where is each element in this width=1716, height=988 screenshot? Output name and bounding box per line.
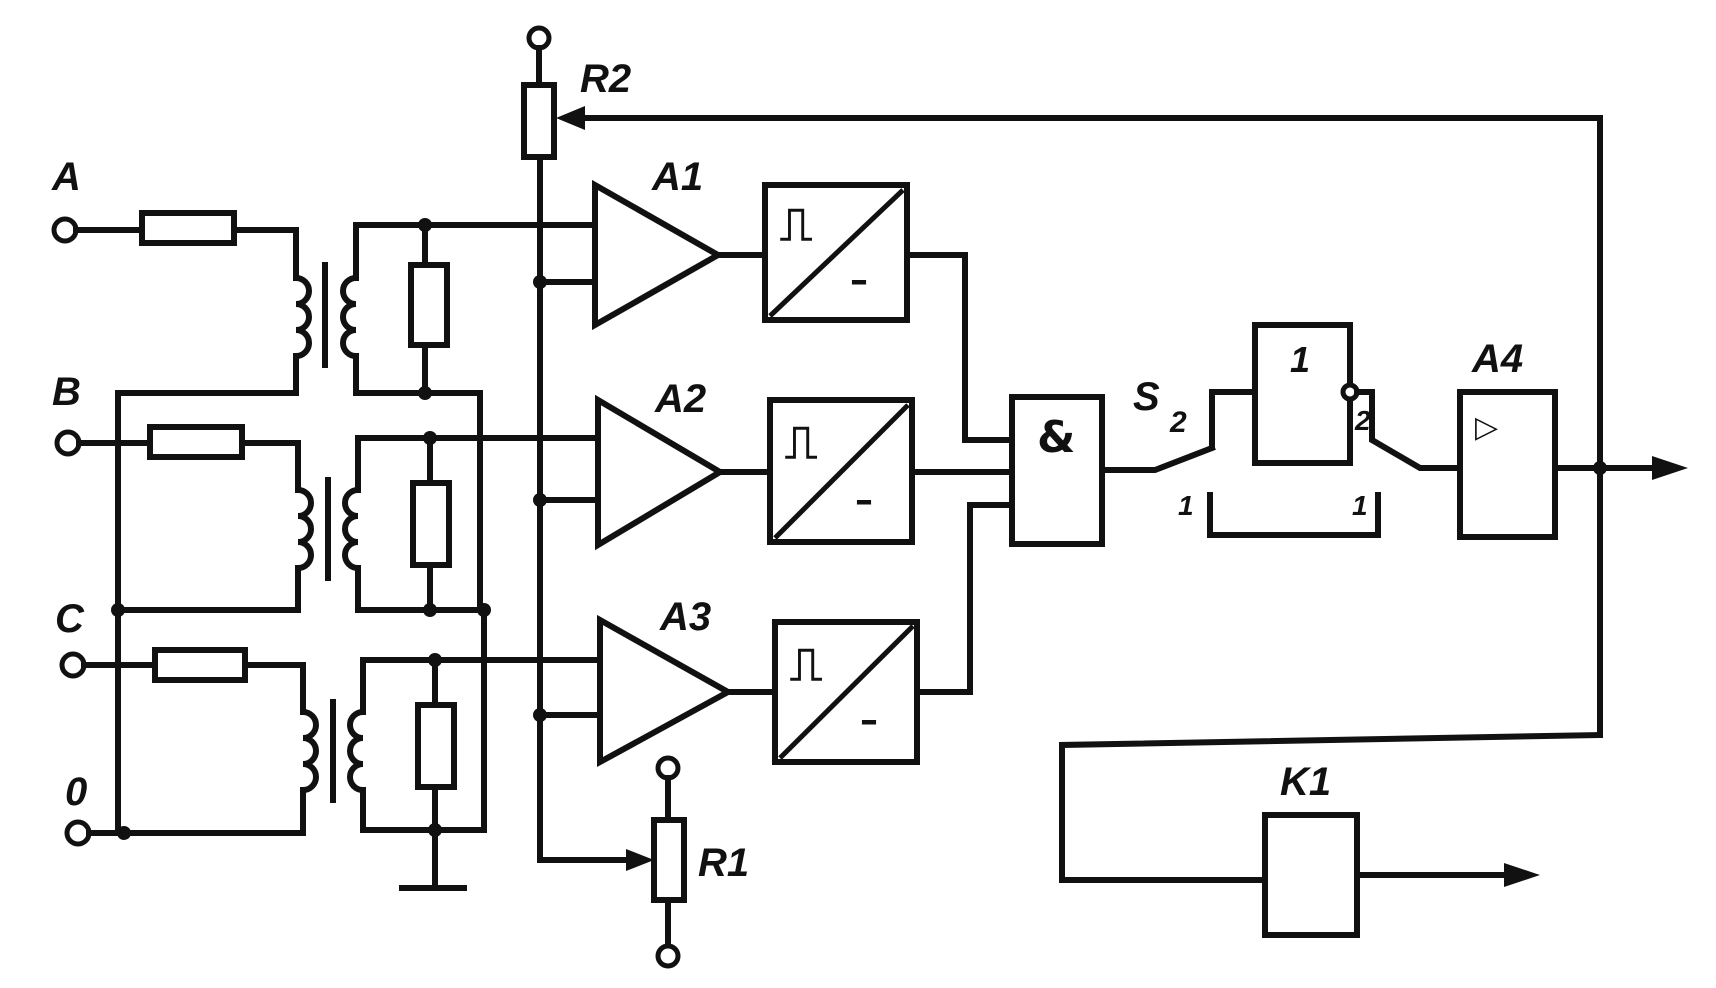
amplifier-a2: A2	[595, 377, 726, 551]
neutral-bus	[111, 390, 467, 891]
potentiometer-r1: R1	[537, 755, 749, 969]
relay-output-arrow	[1504, 863, 1540, 887]
input-o-terminal	[64, 819, 92, 847]
potentiometer-r2: R2	[521, 25, 1603, 160]
phase-b-input-chain	[76, 424, 601, 617]
amplifier-a3-label: A3	[659, 595, 711, 639]
amplifier-a2-label: A2	[654, 377, 706, 421]
input-o: 0	[64, 770, 92, 847]
amplifier-a4-label: A4	[1471, 337, 1523, 381]
pulse-icon: ⎍	[790, 637, 822, 691]
input-o-label: 0	[65, 770, 87, 814]
transformer-primary-c	[299, 708, 319, 794]
amplifier-a1: A1	[592, 155, 725, 331]
series-resistor-b	[147, 424, 245, 460]
input-c-terminal	[59, 651, 87, 679]
input-c: C	[55, 597, 87, 679]
minus-icon: –	[855, 480, 873, 521]
amplifier-a2-triangle	[595, 394, 726, 551]
pulse-converter-2: ⎍ –	[717, 397, 915, 545]
series-resistor-a	[139, 210, 237, 246]
pulse-icon: ⎍	[780, 197, 812, 251]
and-gate: &	[1009, 394, 1105, 547]
transformer-primary-b	[294, 486, 314, 572]
switch-loop-right-label: 1	[1352, 490, 1368, 521]
r1-label: R1	[698, 841, 749, 885]
converter-to-and-wiring	[904, 252, 1015, 695]
switch-s2-subscript: 2	[1169, 406, 1187, 439]
transformer-secondary-b	[342, 486, 362, 572]
r1-bottom-terminal	[655, 943, 681, 969]
switch-s2: S 2 1 1	[1099, 375, 1381, 538]
relay-k1-box	[1262, 812, 1360, 938]
phase-a-input-chain	[73, 210, 598, 613]
amplifier-a3: A3	[597, 595, 735, 768]
and-gate-box	[1009, 394, 1105, 547]
r1-wiper-arrow	[626, 849, 654, 871]
switch-loop-left-label: 1	[1178, 490, 1194, 521]
input-c-label: C	[55, 597, 85, 641]
r2-wiper-arrow	[556, 106, 585, 130]
output-arrow	[1652, 456, 1688, 480]
transformer-secondary-c	[347, 708, 367, 794]
r2-resistor-body	[521, 82, 557, 160]
burden-resistor-b	[410, 480, 452, 568]
minus-icon: –	[850, 260, 868, 301]
amplifier-a1-label: A1	[651, 155, 703, 199]
pulse-converter-3: ⎍ –	[725, 619, 920, 765]
switch-contact-2-label: 2	[1354, 405, 1371, 436]
pulse-icon: ⎍	[785, 415, 817, 469]
and-gate-symbol: &	[1037, 412, 1075, 463]
input-a-label: A	[51, 155, 81, 199]
amplifier-a1-triangle	[592, 179, 725, 331]
amplifier-a3-triangle	[597, 614, 735, 768]
r2-label: R2	[580, 57, 631, 101]
switch-s2-name: S	[1133, 375, 1160, 419]
input-b-terminal	[54, 429, 82, 457]
series-resistor-c	[152, 647, 248, 683]
switch-bypass-loop	[1207, 492, 1381, 538]
feedback-wiring	[1059, 115, 1604, 883]
relay-k1-label: K1	[1280, 760, 1331, 804]
burden-resistor-a	[408, 262, 450, 348]
or-gate-symbol: 1	[1290, 339, 1310, 380]
reference-bus	[533, 155, 603, 863]
r1-resistor-body	[651, 817, 687, 903]
amplifier-a4-symbol: ▷	[1475, 410, 1498, 445]
relay-k1: K1	[1262, 760, 1540, 938]
or-not-gate: 1 2	[1252, 322, 1463, 471]
amplifier-a4-box	[1457, 389, 1558, 540]
transformer-primary-a	[292, 274, 312, 360]
amplifier-a4: A4 ▷	[1457, 337, 1688, 540]
input-b-label: B	[52, 370, 81, 414]
minus-icon: –	[860, 700, 878, 741]
switch-s2-blade	[1099, 444, 1216, 473]
burden-resistor-c	[415, 702, 457, 790]
transformer-secondary-a	[340, 274, 360, 360]
pulse-converter-1: ⎍ –	[715, 182, 910, 323]
phase-c-input-chain	[81, 603, 603, 837]
input-a-terminal	[51, 216, 79, 244]
